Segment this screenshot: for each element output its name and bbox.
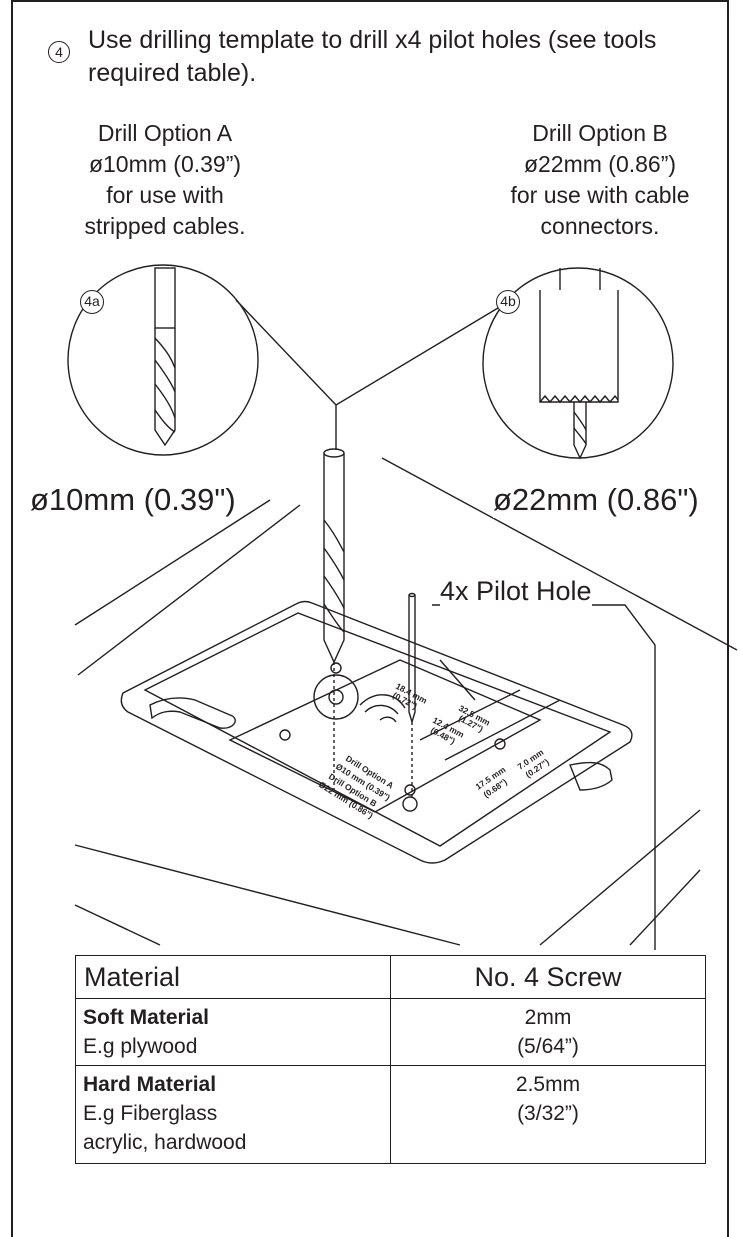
step-number-badge: 4 [48, 41, 70, 63]
drill-option-a: Drill Option A ø10mm (0.39”) for use wit… [55, 118, 275, 242]
option-a-size: ø10mm (0.39”) [88, 151, 242, 177]
step-instruction: Use drilling template to drill x4 pilot … [88, 26, 657, 87]
row-material-example-2: acrylic, hardwood [83, 1131, 247, 1154]
detail-circle-4b [482, 267, 674, 459]
detail-circle-4a [67, 264, 259, 456]
screw-material-table: Material No. 4 Screw Soft Material E.g p… [75, 955, 706, 1164]
header-screw: No. 4 Screw [390, 955, 706, 999]
twist-drill-icon [154, 267, 176, 447]
option-b-dimension-label: ø22mm (0.86") [493, 482, 699, 518]
option-a-dimension-label: ø10mm (0.39") [30, 482, 236, 518]
option-b-use-line1: for use with cable [510, 182, 690, 208]
hole-saw-icon [539, 268, 619, 460]
option-a-title: Drill Option A [97, 120, 233, 146]
table-row: Soft Material E.g plywood 2mm (5/64”) [75, 998, 706, 1066]
header-material: Material [75, 955, 391, 999]
drill-option-b: Drill Option B ø22mm (0.86”) for use wit… [470, 118, 730, 242]
row-material-name: Hard Material [83, 1073, 217, 1096]
option-b-use-line2: connectors. [540, 213, 660, 239]
row-drill-size-inches: (3/32”) [517, 1102, 579, 1125]
row-material-name: Soft Material [83, 1006, 210, 1029]
row-drill-size: 2mm [524, 1006, 572, 1029]
page-frame [11, 0, 729, 1237]
row-material-example: E.g plywood [83, 1035, 198, 1058]
drilling-illustration: 18.4 mm (0.72") 32.5 mm (1.27") 12.4 mm … [67, 264, 738, 950]
callout-4b: 4b [496, 290, 520, 314]
row-drill-size: 2.5mm [515, 1073, 581, 1096]
option-b-title: Drill Option B [532, 120, 668, 146]
table-row: Hard Material E.g Fiberglass acrylic, ha… [75, 1065, 706, 1164]
option-b-size: ø22mm (0.86”) [523, 151, 677, 177]
callout-4a: 4a [80, 290, 104, 314]
option-a-use-line2: stripped cables. [84, 213, 246, 239]
row-material-example: E.g Fiberglass [83, 1102, 218, 1125]
option-a-use-line1: for use with [106, 182, 224, 208]
table-header-row: Material No. 4 Screw [75, 955, 706, 999]
pilot-hole-label: 4x Pilot Hole [440, 575, 592, 607]
row-drill-size-inches: (5/64”) [517, 1035, 579, 1058]
